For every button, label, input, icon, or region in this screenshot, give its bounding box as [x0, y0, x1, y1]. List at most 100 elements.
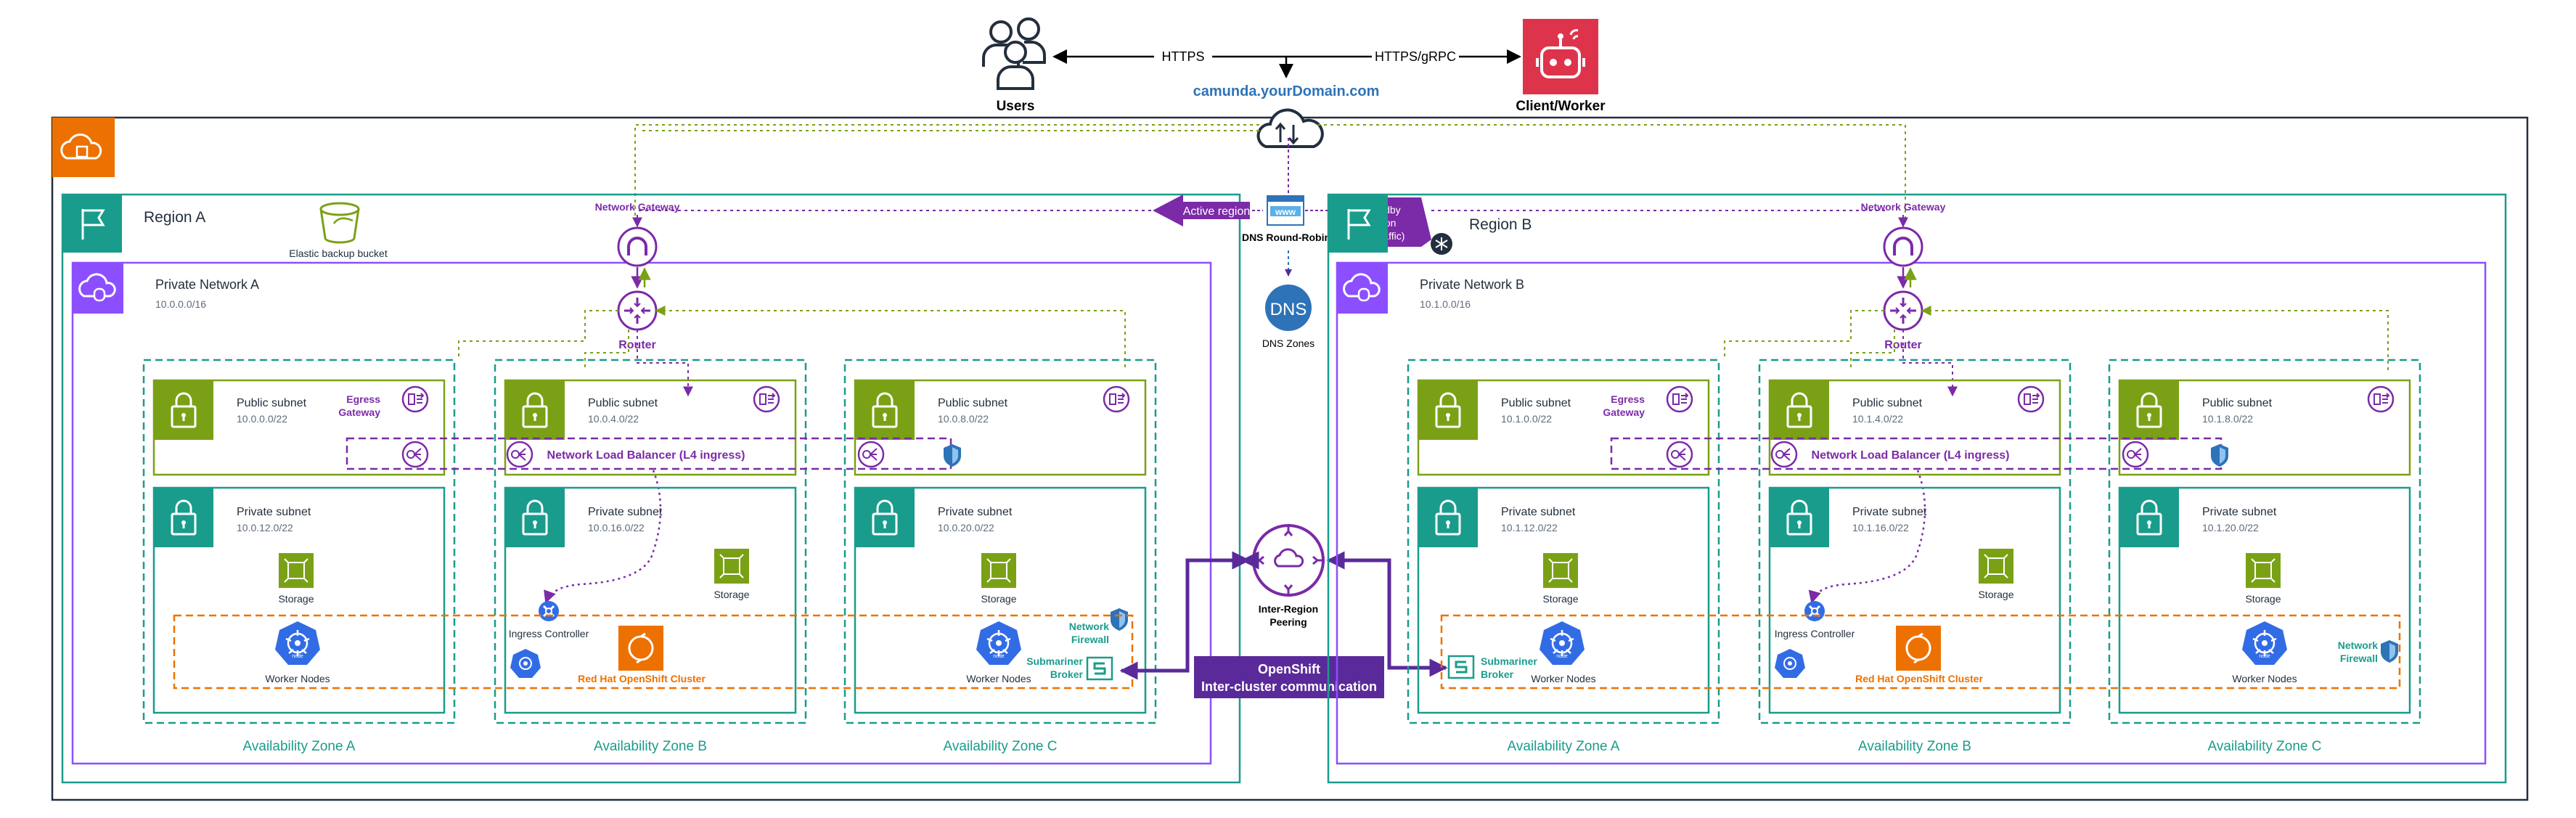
- public-subnet-a-3: Public subnet 10.0.8.0/22: [854, 379, 1147, 476]
- az-a-region-a-label: Availability Zone A: [243, 739, 356, 754]
- aws-account-icon: [52, 118, 115, 177]
- private-network-a-icon: [71, 261, 125, 315]
- storage-label: Storage: [2245, 593, 2281, 605]
- nlb-icon: [401, 441, 429, 468]
- subnet-cidr: 10.0.0.0/22: [237, 413, 287, 425]
- az-c-region-a: [843, 359, 1157, 724]
- az-a-region-a: [142, 359, 456, 724]
- egress-label: Egress: [346, 393, 380, 405]
- worker-nodes-label: Worker Nodes: [2232, 673, 2297, 684]
- worker-nodes-label: Worker Nodes: [1531, 673, 1595, 684]
- openshift-cluster-label: Red Hat OpenShift Cluster: [1855, 673, 1983, 684]
- kubernetes-node-icon: [274, 620, 322, 666]
- internet-route-lines: [634, 124, 1906, 218]
- private-subnet-b-2: Private subnet 10.1.16.0/22 Storage Ingr…: [1768, 486, 2061, 714]
- public-subnet-a-1: Public subnet 10.0.0.0/22 Egress Gateway: [152, 379, 446, 476]
- az-b-region-b: [1758, 359, 2072, 724]
- subnet-cidr: 10.1.0.0/22: [1501, 413, 1552, 425]
- private-network-b-title: Private Network B: [1420, 277, 1524, 292]
- storage-icon: [1978, 548, 2014, 584]
- subnet-cidr: 10.1.20.0/22: [2202, 522, 2259, 533]
- users-icon: [982, 17, 1046, 90]
- egress-gateway-icon: [1103, 385, 1130, 413]
- subnet-label: Private subnet: [1852, 506, 1927, 518]
- subnet-label: Private subnet: [237, 506, 311, 518]
- az-a-region-b: [1407, 359, 1720, 724]
- network-firewall-label: Network: [1069, 621, 1109, 632]
- private-network-b-cidr: 10.1.0.0/16: [1420, 298, 1471, 310]
- storage-label: Storage: [278, 593, 314, 605]
- subnet-label: Private subnet: [2202, 506, 2277, 518]
- network-firewall-label: Firewall: [2340, 653, 2378, 664]
- www-label: www: [1275, 207, 1296, 217]
- private-network-b-icon: [1336, 261, 1389, 315]
- subnet-cidr: 10.0.8.0/22: [938, 413, 989, 425]
- openshift-comm-label: OpenShift: [1258, 662, 1320, 676]
- az-b-region-b-label: Availability Zone B: [1858, 739, 1971, 754]
- az-a-region-b-label: Availability Zone A: [1508, 739, 1620, 754]
- subnet-label: Public subnet: [237, 397, 307, 409]
- subnet-cidr: 10.0.4.0/22: [588, 413, 639, 425]
- worker-nodes-label: Worker Nodes: [966, 673, 1031, 684]
- private-subnet-a-1: Private subnet 10.0.12.0/22 Storage Work…: [152, 486, 446, 714]
- subnet-cidr: 10.0.20.0/22: [938, 522, 994, 533]
- private-subnet-a-2: Private subnet 10.0.16.0/22 Storage Ingr…: [504, 486, 797, 714]
- region-b-boundary: [1327, 193, 2507, 784]
- private-subnet-b-1: Private subnet 10.1.12.0/22 Storage Work…: [1417, 486, 1710, 714]
- kubernetes-node-icon: [2241, 620, 2289, 666]
- egress-gateway-icon: [753, 385, 780, 413]
- nlb-b-boundary: [1610, 437, 2223, 470]
- dns-icon: [1265, 285, 1312, 331]
- storage-icon: [1542, 552, 1579, 589]
- nlb-to-ingress-b: [1808, 470, 1926, 604]
- public-subnet-b-2: Public subnet 10.1.4.0/22: [1768, 379, 2061, 476]
- egress-gateway-icon: [2367, 385, 2395, 413]
- kubernetes-node-icon: [1774, 648, 1806, 679]
- ingress-controller-label: Ingress Controller: [509, 628, 589, 639]
- peering-label: Inter-Region: [1259, 603, 1318, 615]
- private-network-a-title: Private Network A: [155, 277, 259, 292]
- kubernetes-node-icon: [1538, 620, 1586, 666]
- snowflake-icon: [1431, 233, 1452, 255]
- openshift-comm-label: Inter-cluster communication: [1201, 679, 1377, 694]
- kubernetes-node-icon: [975, 620, 1023, 666]
- openshift-cluster-icon: [617, 624, 665, 672]
- router-b-icon: [1883, 290, 1923, 331]
- az-b-region-a-label: Availability Zone B: [594, 739, 707, 754]
- bucket-icon: [319, 202, 360, 244]
- subnet-label: Public subnet: [938, 397, 1008, 409]
- nlb-a-label: Network Load Balancer (L4 ingress): [547, 449, 745, 462]
- egress-gateway-icon: [401, 385, 429, 413]
- egress-gateway-icon: [2017, 385, 2045, 413]
- storage-icon: [2245, 552, 2281, 589]
- shield-icon: [944, 444, 961, 467]
- private-subnet-b-3: Private subnet 10.1.20.0/22 Storage Work…: [2118, 486, 2411, 714]
- az-c-region-a-label: Availability Zone C: [943, 739, 1057, 754]
- region-a-flag-icon: [62, 195, 122, 253]
- ingress-controller-icon: [537, 600, 560, 623]
- nlb-icon: [1770, 441, 1798, 468]
- subnet-label: Public subnet: [2202, 397, 2273, 409]
- storage-label: Storage: [981, 593, 1016, 605]
- nlb-icon: [857, 441, 885, 468]
- network-gateway-b-icon: [1883, 226, 1923, 267]
- firewall-shield-icon: [2381, 640, 2398, 663]
- network-gateway-a-icon: [617, 226, 658, 267]
- private-network-a-cidr: 10.0.0.0/16: [155, 298, 206, 310]
- www-icon: [1267, 195, 1304, 226]
- dns-label: DNS: [1270, 300, 1307, 319]
- az-c-region-b: [2108, 359, 2421, 724]
- domain-label: camunda.yourDomain.com: [1193, 83, 1380, 99]
- dns-zones-label: DNS Zones: [1262, 338, 1314, 349]
- egress-label: Gateway: [1603, 406, 1645, 418]
- subnet-label: Private subnet: [938, 506, 1013, 518]
- storage-label: Storage: [713, 589, 749, 600]
- subnet-label: Public subnet: [1852, 397, 1923, 409]
- router-b-routes: [1724, 306, 2389, 397]
- subnet-label: Public subnet: [588, 397, 658, 409]
- network-gateway-b-label: Network Gateway: [1861, 201, 1946, 213]
- subnet-cidr: 10.1.4.0/22: [1852, 413, 1903, 425]
- public-subnet-b-3: Public subnet 10.1.8.0/22: [2118, 379, 2411, 476]
- shield-icon: [2211, 444, 2228, 467]
